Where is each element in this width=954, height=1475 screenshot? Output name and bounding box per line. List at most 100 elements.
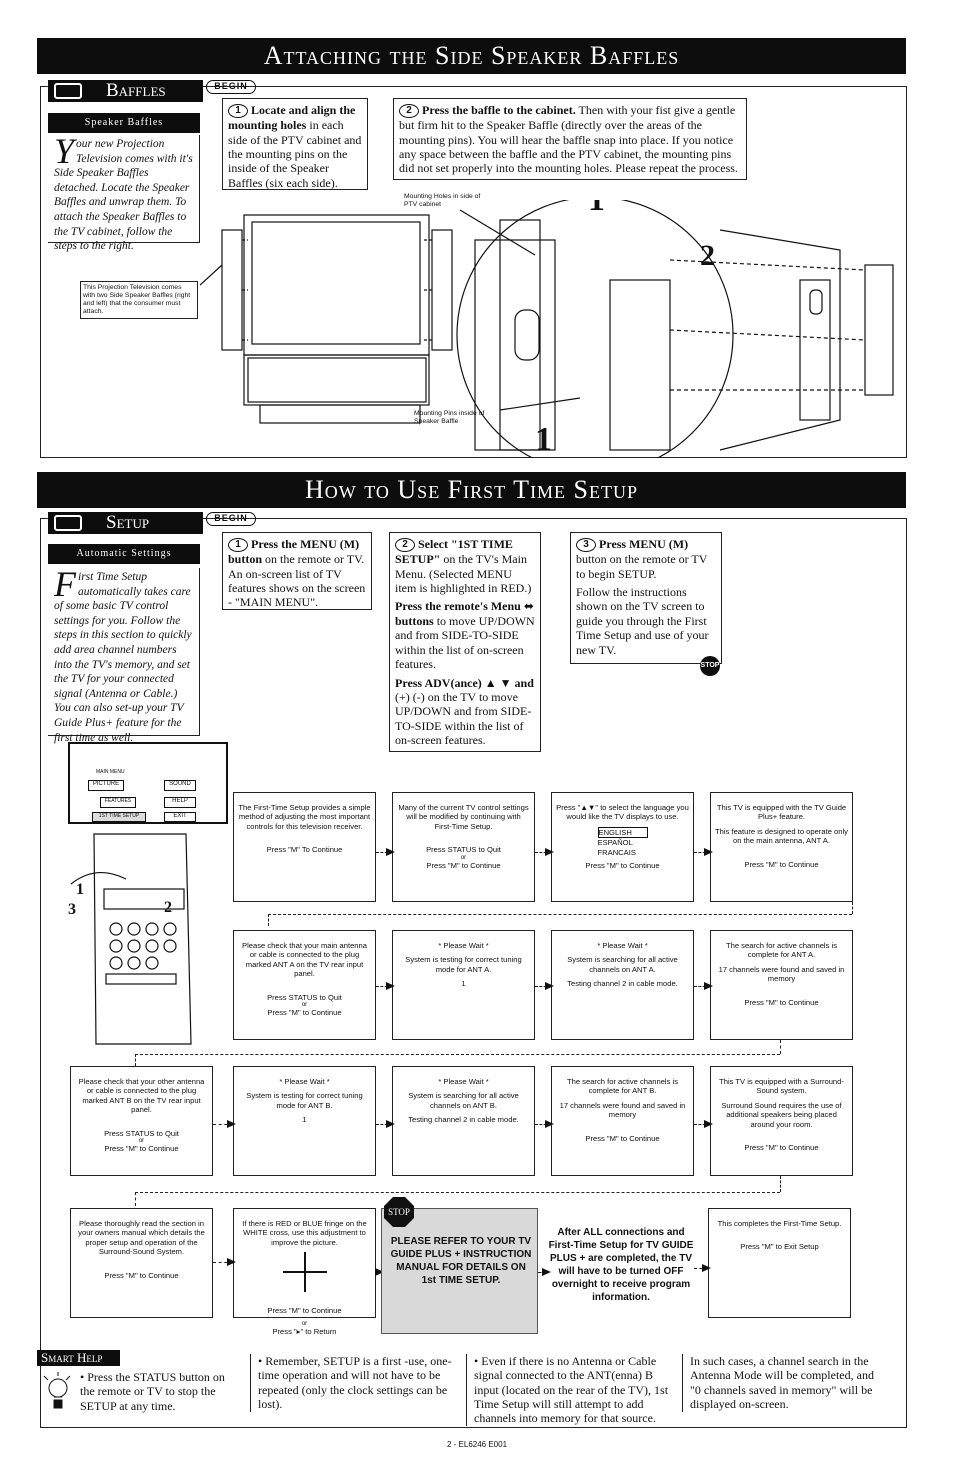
menu-exit: EXIT	[164, 812, 196, 822]
menu-sound: SOUND	[164, 780, 196, 791]
arrow-head-icon	[704, 848, 713, 856]
arrow-head-icon	[545, 982, 554, 990]
arrow-head-icon	[375, 1268, 384, 1276]
arrows-icon: ⬌	[523, 599, 534, 614]
flow-connector	[135, 1192, 780, 1193]
flow-arrow	[694, 1124, 710, 1125]
flow-box-r1-1: The First-Time Setup provides a simple m…	[233, 792, 376, 902]
flow-box-r1-4: This TV is equipped with the TV Guide Pl…	[710, 792, 853, 902]
smart-help-tab: Smart Help	[37, 1350, 120, 1366]
smart-help-col-4: In such cases, a channel search in the A…	[690, 1354, 874, 1411]
baffles-tab: Baffles	[48, 80, 203, 102]
flow-box-r2-2: * Please Wait *System is testing for cor…	[392, 930, 535, 1040]
step-2-icon: 2	[395, 538, 415, 553]
section-title-setup: How to Use First Time Setup	[37, 472, 906, 508]
smart-help-col-3: • Even if there is no Antenna or Cable s…	[474, 1354, 669, 1426]
note-mounting-holes: Mounting Holes in side of PTV cabinet	[404, 193, 481, 208]
flow-box-r3-2: * Please Wait *System is testing for cor…	[233, 1066, 376, 1176]
step-2-icon: 2	[399, 104, 419, 119]
page-footer: 2 - EL6246 E001	[446, 1440, 508, 1449]
flow-connector	[780, 1176, 781, 1192]
step-1-icon: 1	[228, 538, 248, 553]
flow-box-r3-5: This TV is equipped with a Surround-Soun…	[710, 1066, 853, 1176]
flow-box-complete: This completes the First-Time Setup.Pres…	[708, 1208, 851, 1318]
svg-text:2: 2	[700, 239, 715, 272]
flow-connector	[780, 1040, 781, 1054]
flow-arrow	[376, 986, 392, 987]
arrow-head-icon	[704, 982, 713, 990]
flow-box-r1-3: Press "▲▼" to select the language you wo…	[551, 792, 694, 902]
flow-box-r1-2: Many of the current TV control settings …	[392, 792, 535, 902]
white-cross-icon	[282, 1252, 327, 1293]
baffles-frame	[40, 86, 907, 458]
subtab-speaker-baffles: Speaker Baffles	[48, 113, 200, 133]
menu-features: FEATURES	[100, 797, 136, 808]
flow-arrow	[376, 852, 392, 853]
section-title-baffles: Attaching the Side Speaker Baffles	[37, 38, 906, 74]
flow-arrow	[694, 986, 710, 987]
flow-box-r3-4: The search for active channels is comple…	[551, 1066, 694, 1176]
flow-arrow	[694, 1268, 708, 1269]
smart-help-col-1: • Press the STATUS button on the remote …	[80, 1370, 225, 1413]
setup-tab: Setup	[48, 512, 203, 534]
menu-help: HELP	[164, 797, 196, 808]
arrow-head-icon	[227, 1258, 236, 1266]
flow-connector	[135, 1054, 780, 1055]
refer-text: PLEASE REFER TO YOUR TV GUIDE PLUS + INS…	[390, 1236, 532, 1286]
flow-arrow	[694, 852, 710, 853]
note-mounting-pins: Mounting Pins inside of Speaker Baffle	[414, 410, 485, 425]
flow-arrow	[535, 852, 551, 853]
svg-text:1: 1	[76, 881, 84, 898]
tv-baffle-illustration: 1 2 1	[200, 200, 894, 458]
svg-text:2: 2	[164, 899, 172, 916]
flow-connector	[268, 914, 852, 915]
stop-sign-icon: STOP	[384, 1197, 414, 1227]
flow-connector	[852, 902, 853, 914]
arrow-head-icon	[227, 1120, 236, 1128]
remote-control-illustration: 1 3 2	[68, 833, 192, 1045]
lightbulb-icon	[43, 1372, 70, 1409]
arrow-head-icon	[386, 982, 395, 990]
svg-text:1: 1	[535, 421, 552, 458]
arrow-head-icon	[386, 848, 395, 856]
flow-connector	[135, 1054, 136, 1066]
arrow-head-icon	[545, 1120, 554, 1128]
flow-arrow	[535, 1124, 551, 1125]
note-two-baffles: This Projection Television comes with tw…	[80, 281, 198, 319]
flow-connector	[135, 1192, 136, 1206]
setup-frame	[40, 518, 907, 1428]
flow-box-r3-1: Please check that your other antenna or …	[70, 1066, 213, 1176]
flow-box-r2-1: Please check that your main antenna or c…	[233, 930, 376, 1040]
tab-box-icon	[54, 83, 82, 99]
tab-box-icon	[54, 515, 82, 531]
menu-picture: PICTURE	[88, 780, 124, 791]
flow-box-convergence: If there is RED or BLUE fringe on the WH…	[233, 1208, 376, 1336]
flow-arrow	[213, 1124, 233, 1125]
flow-connector	[268, 914, 269, 926]
flow-box-surround-manual: Please thoroughly read the section in yo…	[70, 1208, 213, 1318]
stop-icon: STOP	[700, 656, 720, 676]
svg-text:1: 1	[588, 200, 605, 218]
begin-badge: BEGIN	[206, 80, 256, 94]
arrow-head-icon	[702, 1264, 711, 1272]
step-1-icon: 1	[228, 104, 248, 119]
flow-box-r3-3: * Please Wait *System is searching for a…	[392, 1066, 535, 1176]
arrow-head-icon	[386, 1120, 395, 1128]
flow-box-r2-3: * Please Wait *System is searching for a…	[551, 930, 694, 1040]
main-menu-screen: MAIN MENU PICTURE SOUND FEATURES HELP 1S…	[68, 742, 228, 824]
flow-box-r2-4: The search for active channels is comple…	[710, 930, 853, 1040]
flow-arrow	[376, 1124, 392, 1125]
arrow-head-icon	[704, 1120, 713, 1128]
arrow-head-icon	[542, 1268, 551, 1276]
begin-badge: BEGIN	[206, 512, 256, 526]
subtab-automatic-settings: Automatic Settings	[48, 544, 200, 564]
flow-arrow	[213, 1262, 233, 1263]
